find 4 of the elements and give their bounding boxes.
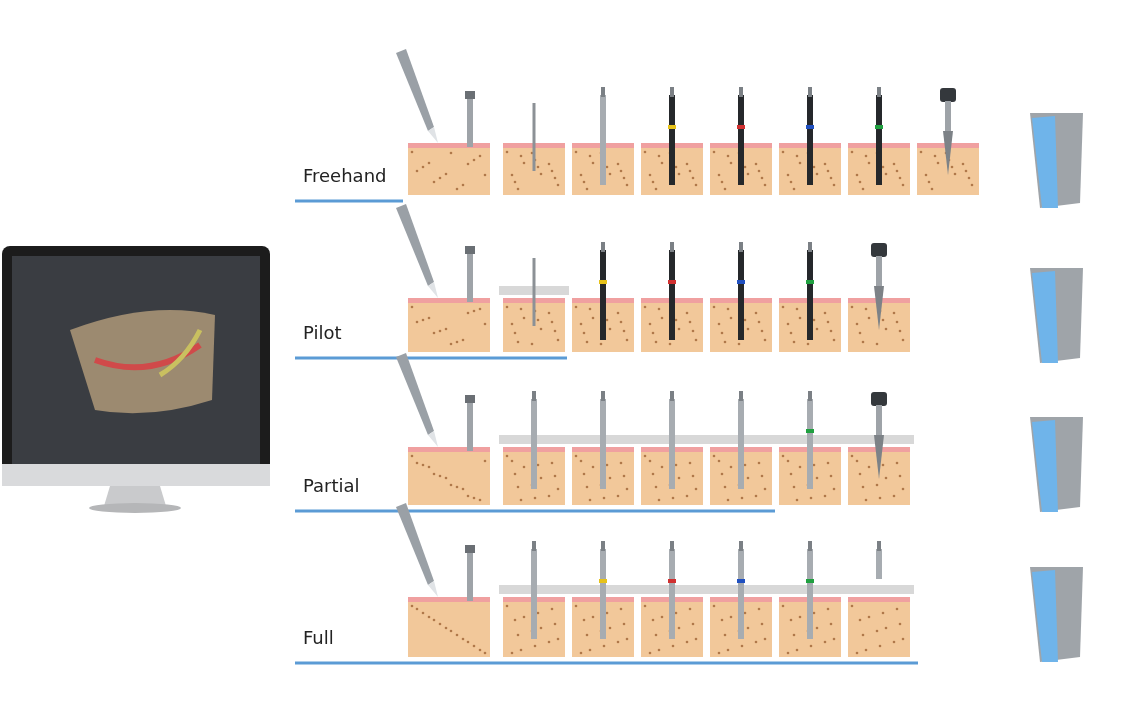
protocol-label: Partial [303, 475, 360, 496]
protocol-label: Freehand [303, 165, 387, 186]
protocol-label: Full [303, 627, 334, 648]
protocol-label: Pilot [303, 322, 342, 343]
